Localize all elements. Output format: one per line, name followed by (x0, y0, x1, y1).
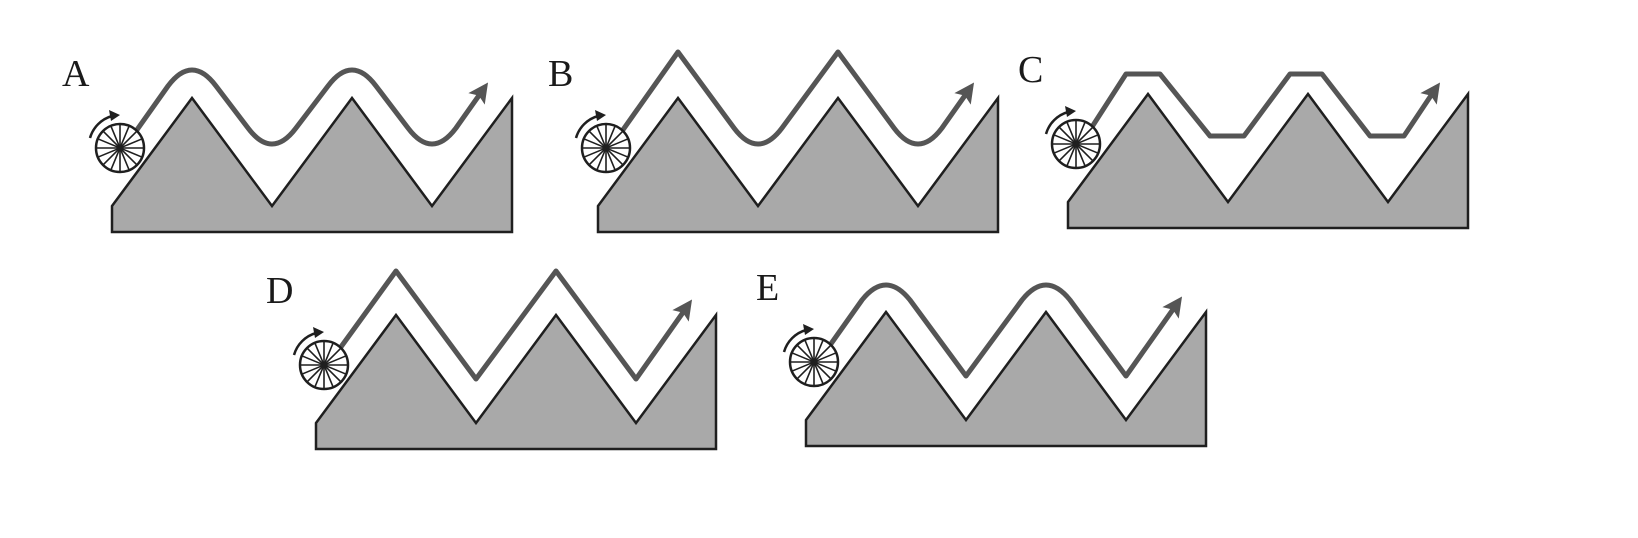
wheel-center-path (131, 67, 483, 147)
panel-c: C (1018, 49, 1470, 230)
spoked-wheel-icon (298, 339, 350, 391)
panel-e: E (756, 267, 1208, 448)
clockwise-arrow-icon (292, 327, 324, 356)
terrain-surface (1066, 90, 1470, 230)
clockwise-arrow-icon (574, 110, 606, 139)
spoked-wheel-icon (1050, 118, 1102, 170)
panel-label: D (266, 270, 293, 312)
travel-arrow-icon (672, 299, 693, 322)
clockwise-arrow-icon (782, 324, 814, 353)
spoked-wheel-icon (788, 336, 840, 388)
clockwise-arrow-icon (88, 110, 120, 139)
wheel-center-path (335, 268, 687, 382)
terrain-surface (596, 94, 1000, 234)
spoked-wheel-icon (94, 122, 146, 174)
panel-b: B (548, 49, 1000, 234)
panel-label: E (756, 267, 779, 309)
wheel-center-path (825, 282, 1177, 379)
wheel-center-path (1087, 71, 1435, 139)
travel-arrow-icon (1162, 296, 1183, 319)
panel-label: B (548, 53, 573, 95)
terrain-surface (110, 94, 514, 234)
panel-label: A (62, 53, 90, 95)
panel-a: A (62, 53, 514, 234)
clockwise-arrow-icon (1044, 106, 1076, 135)
panel-label: C (1018, 49, 1043, 91)
panel-d: D (266, 268, 718, 451)
travel-arrow-icon (468, 82, 489, 105)
terrain-surface (314, 311, 718, 451)
travel-arrow-icon (1420, 82, 1441, 105)
panels-group: A B C D E (62, 49, 1470, 451)
travel-arrow-icon (954, 82, 975, 105)
terrain-surface (804, 308, 1208, 448)
wheel-center-path (617, 49, 969, 147)
spoked-wheel-icon (580, 122, 632, 174)
